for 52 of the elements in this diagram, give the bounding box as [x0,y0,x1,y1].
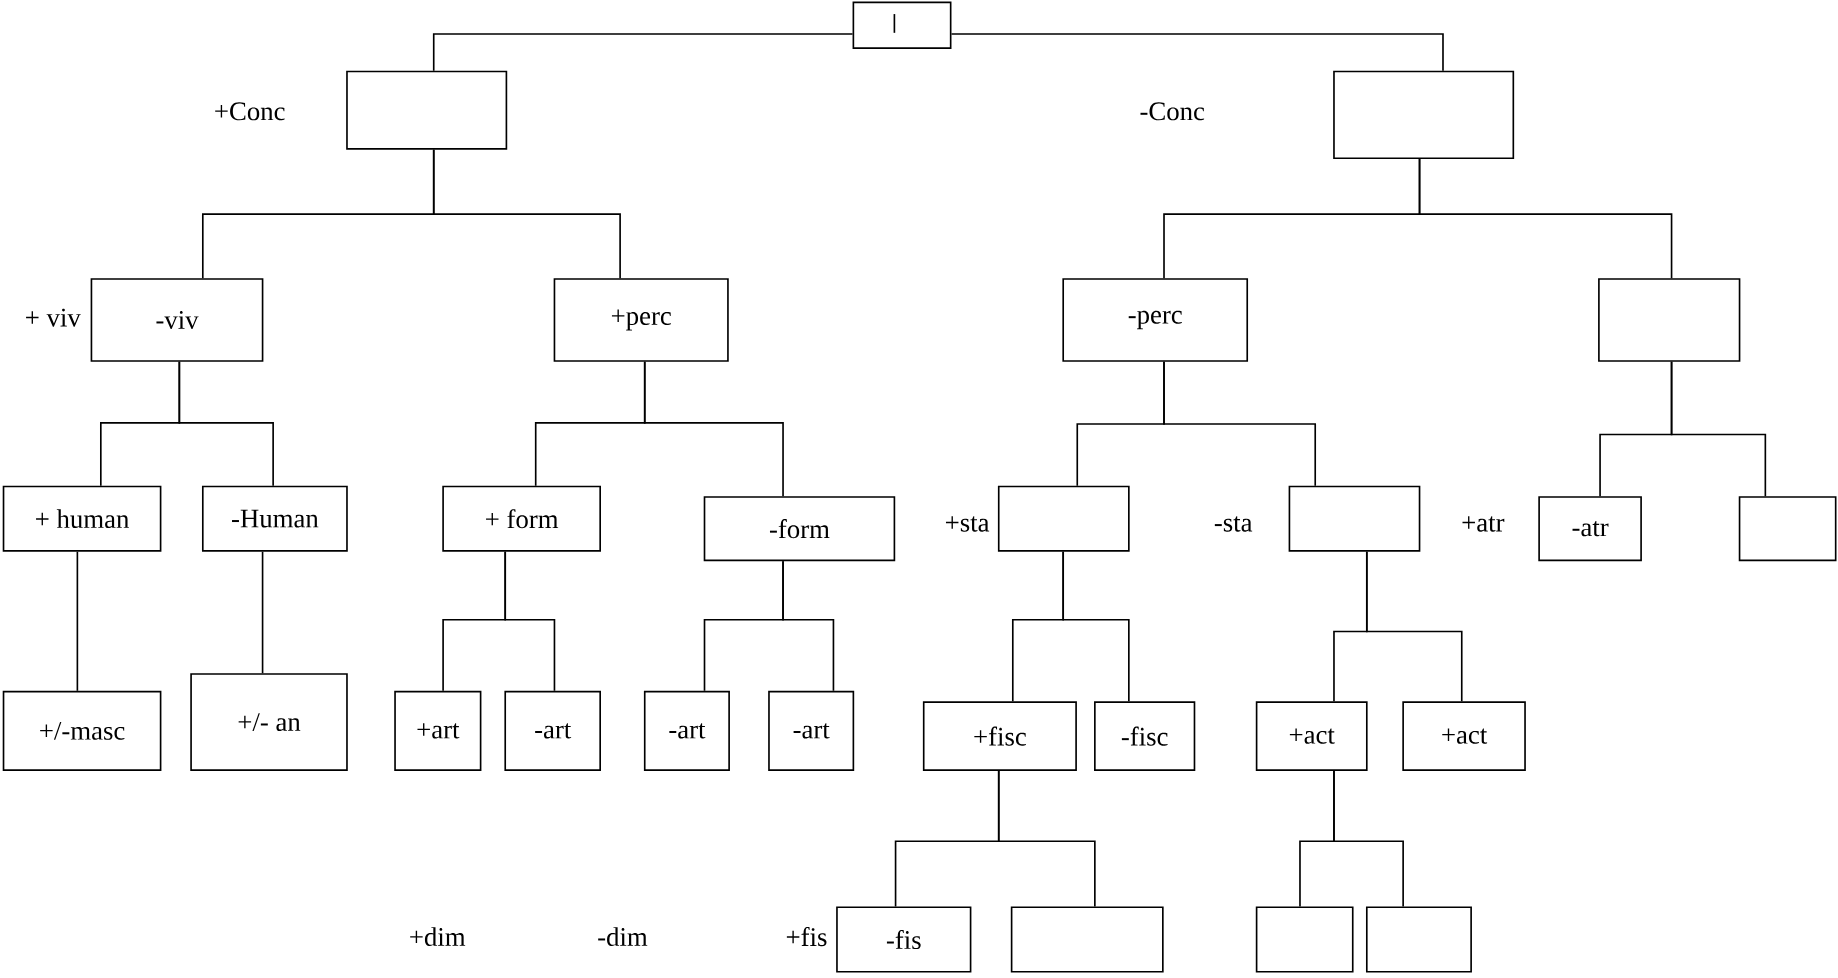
connector-line [178,361,274,487]
feature-box: -form [703,496,896,562]
connector-line [782,560,835,692]
feature-box: -atr [1538,496,1642,562]
empty-box [1255,906,1354,973]
connector-line [76,551,79,692]
connector-line [1062,551,1130,703]
feature-box: -fis [836,906,972,973]
connector-line [950,33,1444,72]
empty-box [1333,70,1515,160]
empty-box [1288,485,1421,552]
feature-box: + form [442,485,601,552]
feature-label: +Conc [215,102,285,121]
empty-box [1738,496,1837,562]
feature-box: +/-masc [2,690,162,772]
feature-box: +art [394,690,482,772]
feature-box: -art [643,690,730,772]
connector-line [1365,551,1463,703]
connector-line [1163,361,1317,487]
feature-box: -viv [90,278,264,363]
empty-box [1598,278,1741,363]
feature-box: +act [1255,701,1368,772]
feature-label: +atr [1462,516,1505,532]
empty-box [1010,906,1164,973]
feature-label: -Conc [1140,102,1205,121]
feature-box: -fisc [1094,701,1196,772]
connector-line [643,361,784,498]
connector-line [432,33,854,72]
feature-label: -sta [1214,516,1253,532]
feature-box: + human [2,485,162,552]
feature-box: -Human [201,485,348,552]
connector-line [1670,361,1767,498]
connector-line [997,770,1096,908]
feature-box: -perc [1062,278,1249,363]
connector-line [432,149,621,280]
feature-box: +perc [553,278,729,363]
root-box [852,1,952,50]
connector-line [1333,770,1404,908]
feature-box: -art [504,690,601,772]
empty-box [1365,906,1472,973]
feature-box: +/- an [190,673,348,772]
connector-line [504,551,556,692]
connector-line [261,551,264,675]
empty-box [997,485,1130,552]
feature-label: +dim [410,927,466,947]
feature-box: -art [768,690,855,772]
feature-label: -dim [598,927,648,947]
empty-box [346,70,508,150]
connector-line [1418,158,1673,280]
feature-box: +act [1402,701,1526,772]
feature-box: +fisc [922,701,1077,772]
feature-label: +sta [946,516,990,532]
